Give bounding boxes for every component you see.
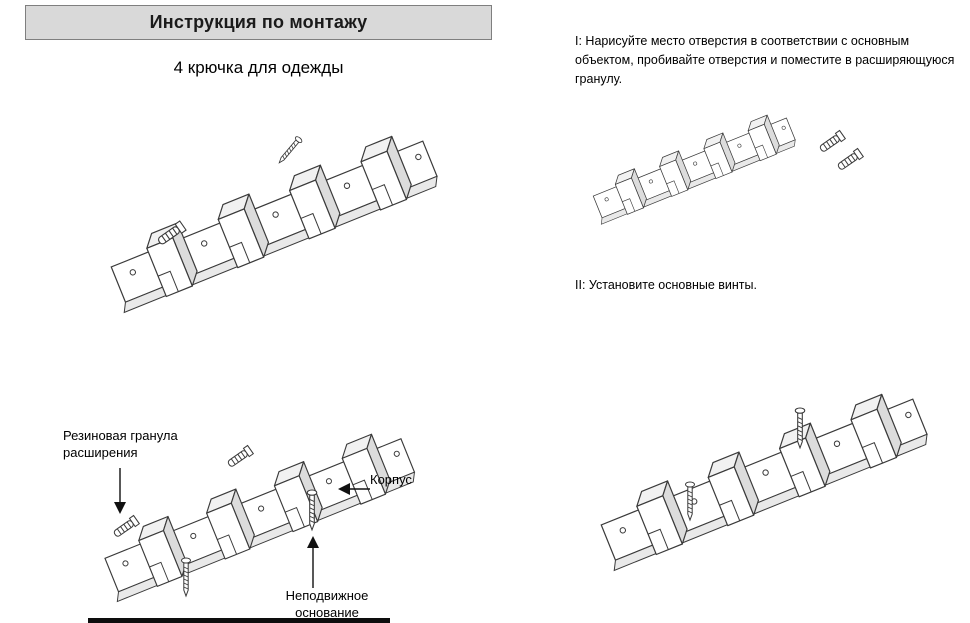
step-2-instruction: II: Установите основные винты.: [575, 278, 757, 292]
granule-arrow: [114, 468, 126, 514]
hook-rail-icon: [591, 384, 931, 571]
step-1-instruction: I: Нарисуйте место отверстия в соответст…: [575, 34, 955, 86]
body-label: Корпус: [370, 472, 412, 487]
hook-rail-icon: [101, 126, 441, 313]
base-arrow: [307, 536, 319, 588]
expansion-anchor-icon: [835, 147, 864, 173]
page-title: Инструкция по монтажу: [149, 12, 368, 32]
step-2-diagram: [582, 322, 967, 567]
expansion-anchor-icon: [817, 129, 846, 155]
expansion-anchor-icon: [111, 514, 140, 540]
step-1-diagram: [570, 80, 864, 240]
page-bottom-rule: [88, 618, 390, 623]
expansion-anchor-icon: [225, 444, 254, 470]
screw-icon: [275, 135, 304, 166]
hook-rail-icon: [587, 109, 798, 225]
hook-rail-overview-diagram: [68, 92, 520, 344]
base-label: Неподвижное основание: [285, 588, 369, 620]
granule-label: Резиновая гранула расширения: [63, 428, 178, 460]
korpus-arrow: [338, 483, 370, 495]
product-subtitle: 4 крючка для одежды: [173, 58, 344, 77]
labeled-parts-diagram: [48, 388, 518, 623]
header-bar: Инструкция по монтажу: [25, 5, 492, 40]
